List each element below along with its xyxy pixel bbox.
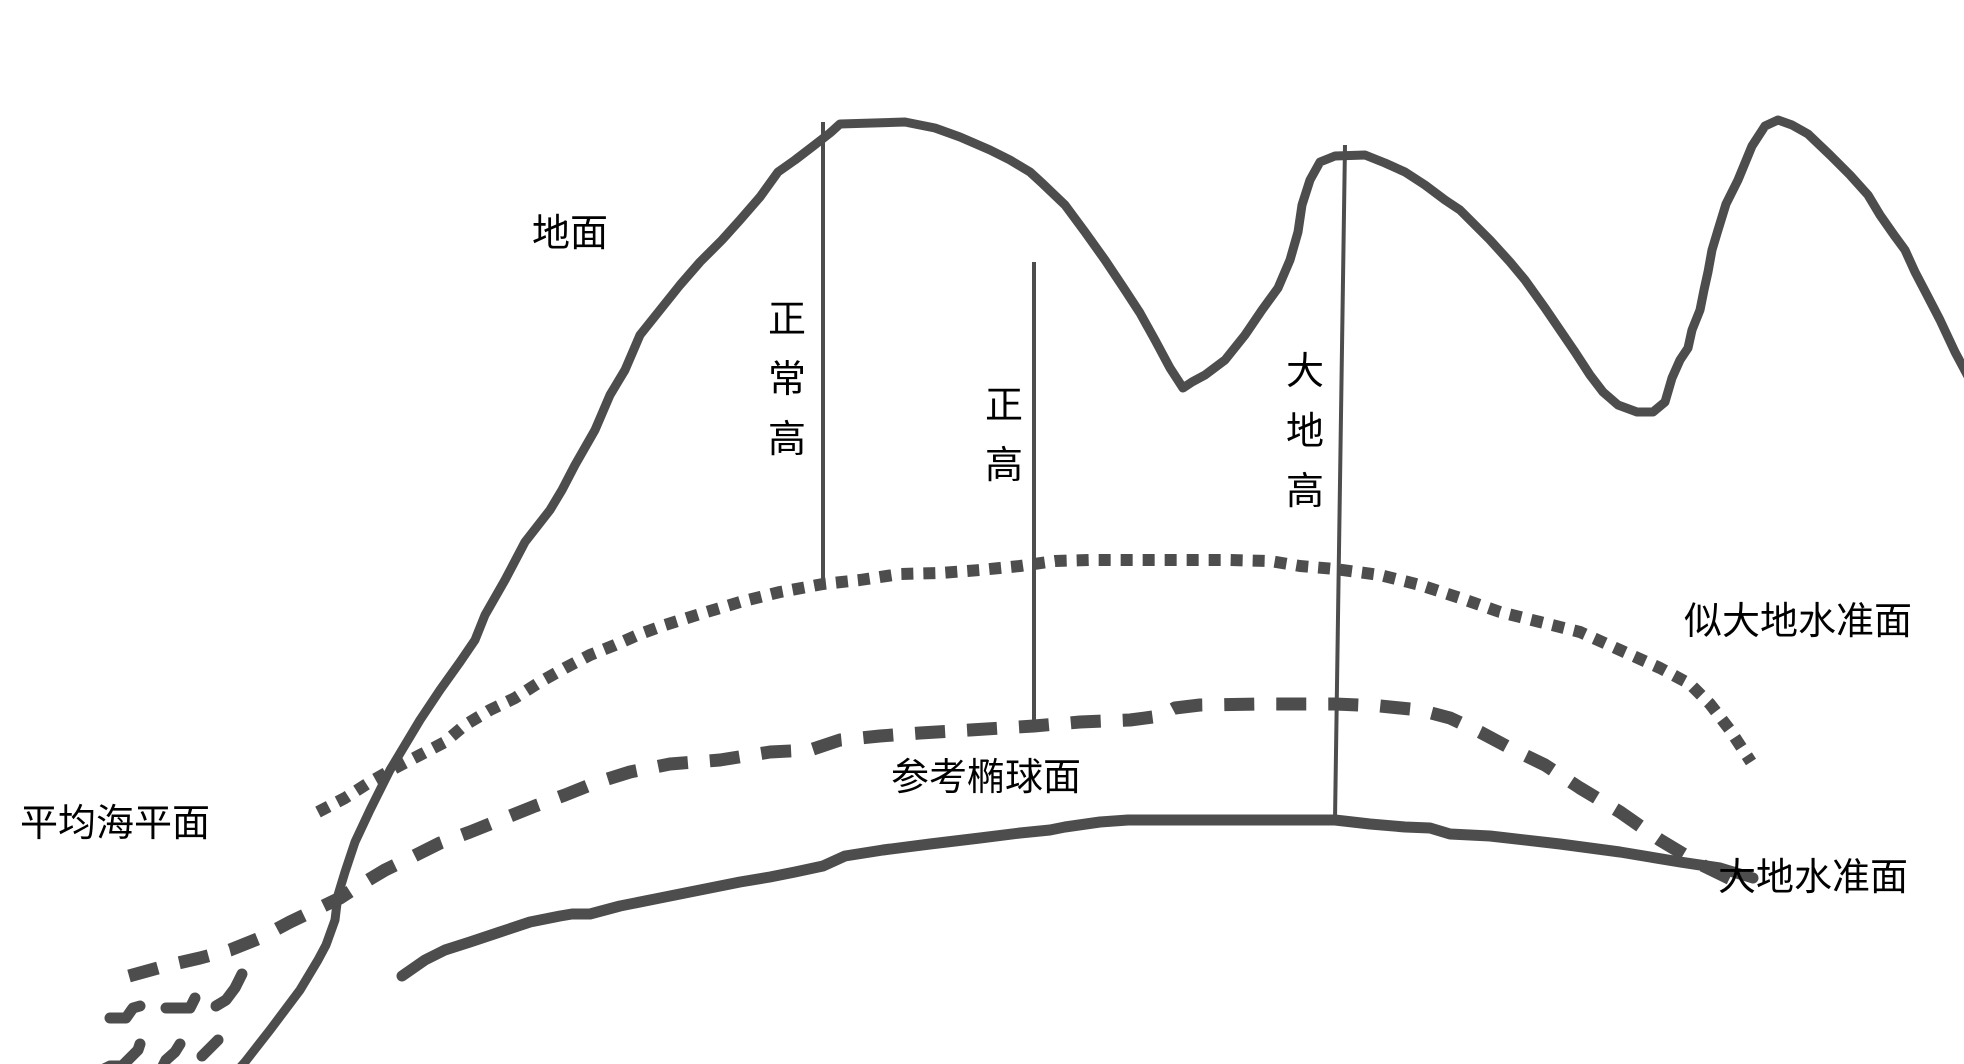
geodetic-height-char-3: 高 [1286,469,1325,513]
quasigeoid-dotted-line [315,554,1757,818]
orthometric-height-char-1: 正 [985,383,1024,427]
orthometric-height-char-2: 高 [985,443,1024,487]
geodetic-height-line [1333,144,1347,821]
normal-height-label: 正 常 高 [768,300,806,458]
normal-height-char-3: 高 [768,417,807,461]
mean-sea-level-squiggles [101,968,248,1064]
normal-height-char-2: 常 [768,357,807,401]
geodetic-height-char-2: 地 [1286,409,1325,453]
geodetic-height-label: 大 地 高 [1286,352,1324,510]
ground-label: 地面 [532,211,609,255]
ground-surface-line [237,115,1964,1064]
geodetic-height-char-1: 大 [1286,349,1325,393]
reference-ellipsoid-line [396,814,1759,982]
normal-height-char-1: 正 [768,297,807,341]
orthometric-height-label: 正 高 [985,386,1023,484]
geoid-label: 大地水准面 [1718,855,1909,899]
quasigeoid-label: 似大地水准面 [1684,599,1913,643]
geoid-dashed-line [127,697,1744,983]
mean-sea-level-label: 平均海平面 [20,801,211,845]
reference-ellipsoid-label: 参考椭球面 [891,755,1082,799]
